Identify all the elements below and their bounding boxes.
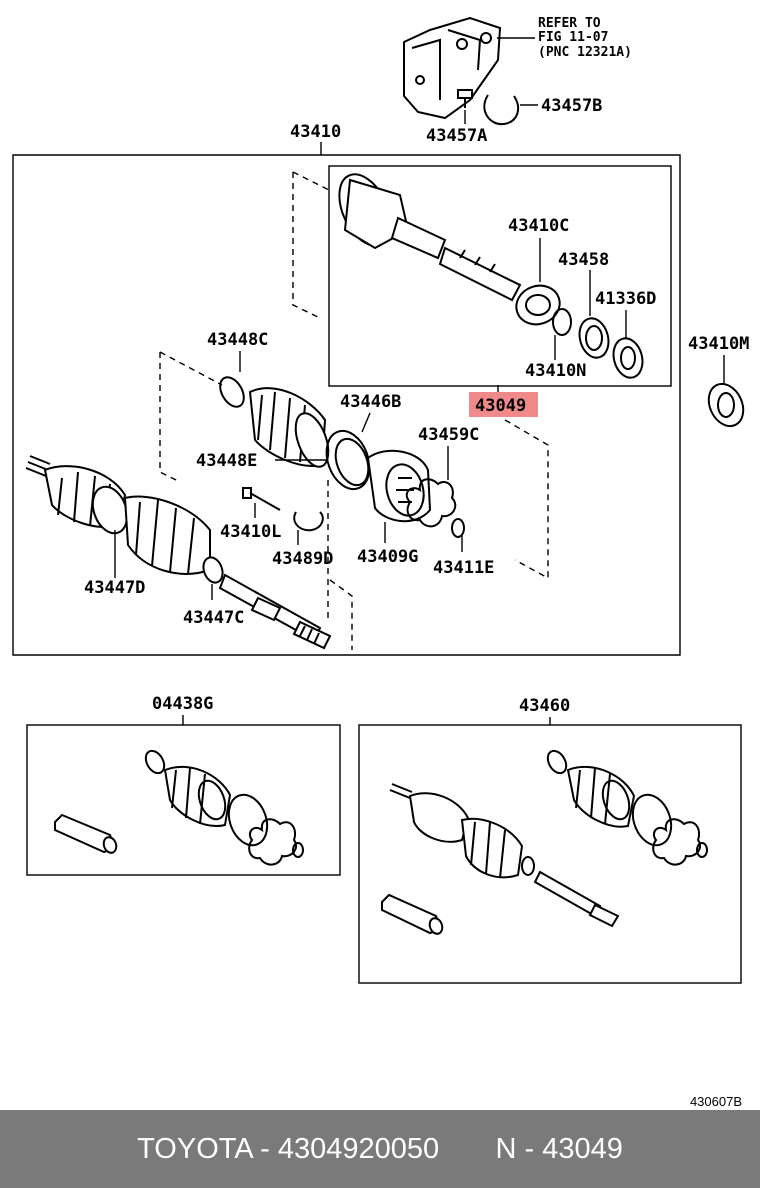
outboard-subassembly-box <box>328 165 672 387</box>
bearing-43410c <box>515 284 561 326</box>
label-41336d: 41336D <box>595 289 656 309</box>
seal-43410m <box>707 382 745 428</box>
seal-41336d <box>612 337 644 379</box>
highlight-43049 <box>469 392 538 417</box>
label-43447d: 43447D <box>84 578 145 598</box>
refer-line-2: FIG 11-07 <box>538 30 608 45</box>
label-43410m: 43410M <box>688 334 749 354</box>
drive-shaft-assembly <box>25 455 332 650</box>
label-43409g: 43409G <box>357 547 418 567</box>
label-43457a: 43457A <box>426 126 487 146</box>
ring-43459c <box>405 478 457 528</box>
outboard-joint-shaft <box>338 173 522 302</box>
footer-bar: TOYOTA - 4304920050 N - 43049 <box>0 1110 760 1188</box>
kit-box-43460 <box>358 724 742 984</box>
label-43458: 43458 <box>558 250 609 270</box>
tripod-housing-43409g <box>366 449 432 523</box>
label-43448c: 43448C <box>207 330 268 350</box>
label-43459c: 43459C <box>418 425 479 445</box>
figure-code: 430607B <box>690 1094 742 1109</box>
clip-43457b <box>483 94 520 126</box>
label-43410l: 43410L <box>220 522 281 542</box>
parts-diagram: REFER TO FIG 11-07 (PNC 12321A) 43457A 4… <box>12 16 749 1109</box>
boot-43446b <box>248 387 330 468</box>
label-43446b: 43446B <box>340 392 401 412</box>
label-43457b: 43457B <box>541 96 602 116</box>
clip-43489d <box>293 511 324 532</box>
label-43411e: 43411E <box>433 558 494 578</box>
ring-43458 <box>578 317 610 359</box>
refer-line-3: (PNC 12321A) <box>538 45 632 60</box>
assembly-frame-43410 <box>12 154 681 656</box>
footer-part-text: TOYOTA - 4304920050 N - 43049 <box>137 1132 623 1165</box>
kit-box-04438g <box>26 724 341 876</box>
shaft-kit-parts <box>381 749 708 935</box>
bolt-43457a <box>457 89 473 124</box>
label-04438g: 04438G <box>152 694 213 714</box>
snap-ring-43411e <box>451 518 465 538</box>
label-43460: 43460 <box>519 696 570 716</box>
bolt-43410l <box>242 487 281 511</box>
clamp-43448e <box>325 429 371 491</box>
label-43448e: 43448E <box>196 451 257 471</box>
label-43410n: 43410N <box>525 361 586 381</box>
refer-line-1: REFER TO <box>538 16 601 31</box>
label-43410c: 43410C <box>508 216 569 236</box>
snap-ring-43410n <box>552 308 572 336</box>
label-43489d: 43489D <box>272 549 333 569</box>
label-43410: 43410 <box>290 122 341 142</box>
mounting-bracket <box>403 16 535 120</box>
boot-kit-parts <box>54 749 304 866</box>
label-43447c: 43447C <box>183 608 244 628</box>
clamp-43448c <box>219 376 245 408</box>
label-43049: 43049 <box>475 396 526 416</box>
